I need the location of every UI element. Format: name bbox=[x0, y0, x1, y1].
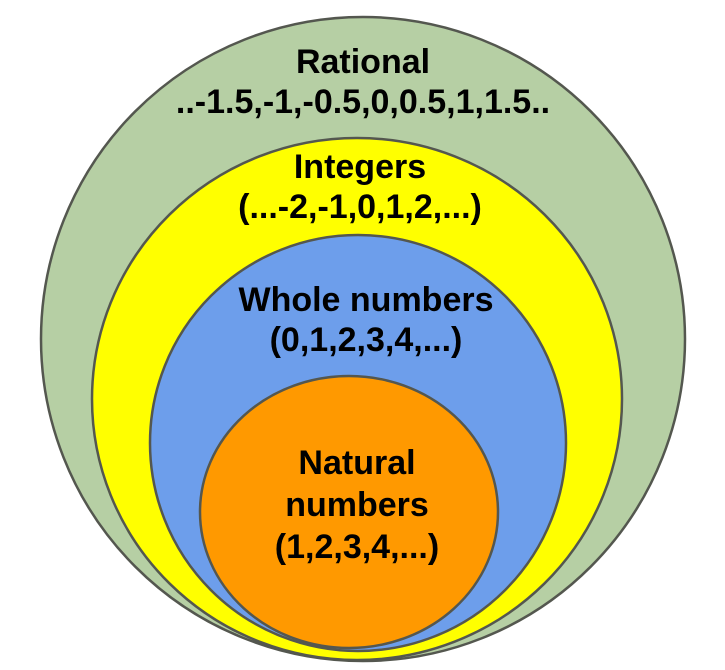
natural-numbers-set-text: Natural numbers (1,2,3,4,...) bbox=[257, 442, 457, 568]
integers-set-values: (...-2,-1,0,1,2,...) bbox=[238, 188, 482, 226]
circle-group bbox=[39, 15, 687, 663]
natural-numbers-set-label: Natural numbers bbox=[285, 444, 429, 524]
integers-set-label: Integers bbox=[293, 148, 427, 186]
rational-set-values: ..-1.5,-1,-0.5,0,0.5,1,1.5.. bbox=[175, 83, 551, 121]
whole-numbers-set-values: (0,1,2,3,4,...) bbox=[269, 321, 463, 359]
integers-set-text: Integers (...-2,-1,0,1,2,...) bbox=[238, 147, 482, 227]
natural-numbers-set-values: (1,2,3,4,...) bbox=[274, 528, 440, 566]
rational-set-text: Rational ..-1.5,-1,-0.5,0,0.5,1,1.5.. bbox=[176, 42, 550, 122]
whole-numbers-set-label: Whole numbers bbox=[238, 281, 494, 319]
natural-numbers-set-circle bbox=[198, 374, 500, 650]
whole-numbers-set-text: Whole numbers (0,1,2,3,4,...) bbox=[238, 280, 493, 360]
rational-set-label: Rational bbox=[295, 43, 431, 81]
